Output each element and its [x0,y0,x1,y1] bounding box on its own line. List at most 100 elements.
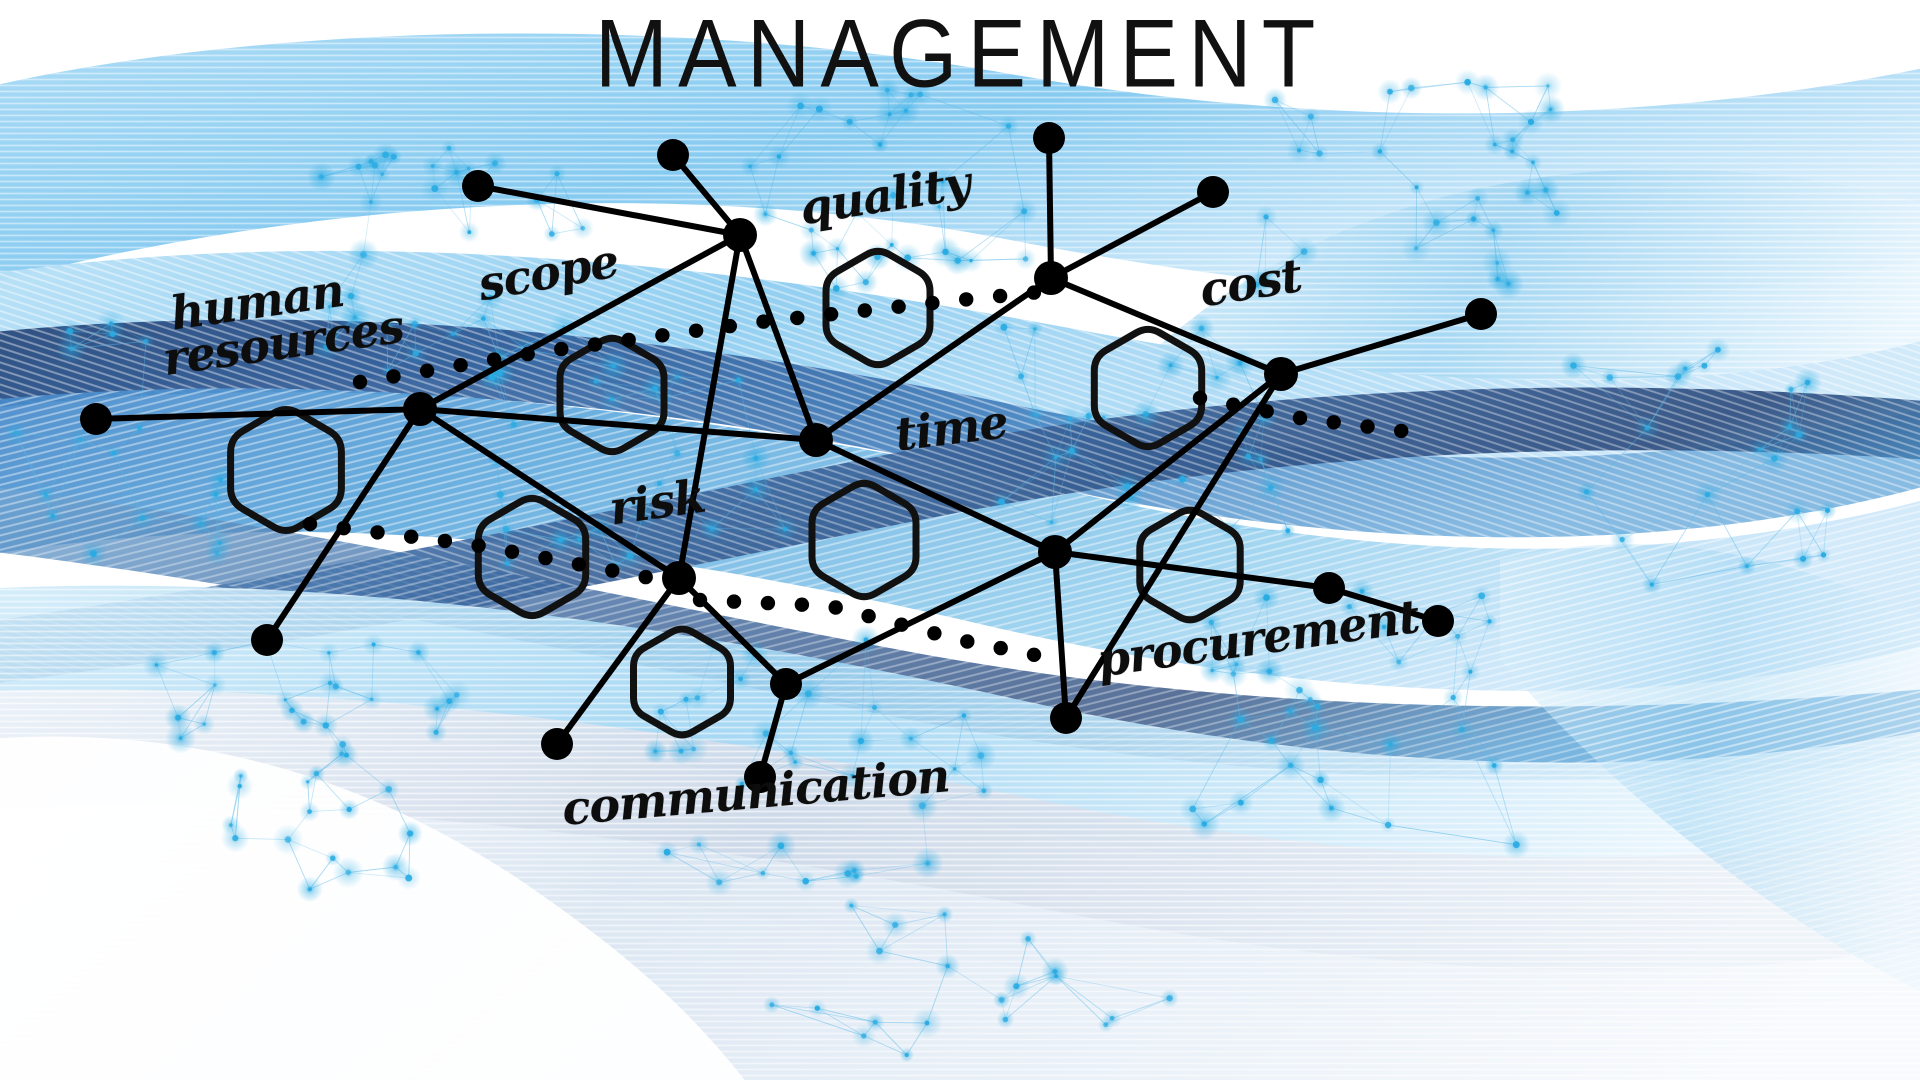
graph-dot [386,369,401,384]
graph-dot [302,516,318,532]
graph-dot [861,608,876,624]
graph-dot [823,307,839,322]
graph-edge [813,437,1058,555]
graph-edge [1048,189,1216,281]
graph-dot [404,529,419,544]
n-proc-lowright [1422,605,1454,637]
graph-edge [1052,549,1069,721]
n-comm-hub [770,668,802,700]
graph-dot [605,563,620,578]
graph-dot [453,358,468,373]
graph-edge [554,575,682,747]
graph-dot [722,318,737,334]
graph-edge [417,406,819,443]
graph-dot [726,594,742,609]
n-proc-hub [1038,535,1072,569]
n-quality-hub [1034,261,1068,295]
graph-dot [419,363,435,378]
graph-dot [959,292,974,307]
graph-dot [471,538,486,553]
n-hr-far-left [80,403,112,435]
n-lowleft [251,624,283,656]
graph-dot [520,346,535,362]
graph-dot [655,328,670,343]
graph-dot [828,600,843,615]
graph-dot [370,525,385,540]
graph-dot [927,626,942,641]
graph-dot [587,337,603,352]
graph-dot [638,569,653,585]
graph-edge [676,232,743,581]
graph-dot [992,288,1008,304]
graph-dot [1259,404,1274,419]
graph-dot [504,544,520,559]
network-dots [3,69,1837,1063]
graph-dot [857,303,872,318]
graph-dot [760,595,776,611]
graph-dot [1292,410,1308,426]
graph-dot [571,557,587,572]
n-cost-hub [1264,357,1298,391]
graph-edges [93,135,1484,780]
n-scope-hub [723,218,757,252]
n-cost-right [1465,298,1497,330]
n-proc-low [1050,702,1082,734]
n-quality-top [1033,122,1065,154]
graph-dot [437,533,453,549]
graph-edge [417,232,743,412]
graph-dot [891,299,906,314]
graph-edge [1278,311,1484,377]
graph-dot [894,617,909,632]
n-comm-low [744,761,776,793]
graph-dot [756,314,771,329]
graph-edge [737,232,819,443]
wave-sky-top [0,0,1920,125]
graph-edge [1326,585,1441,624]
graph-dot [790,310,805,326]
graph-edge [1063,371,1284,721]
graph-edge [1052,549,1332,591]
hex-time [808,479,920,601]
graph-edge [813,275,1054,443]
n-hr-hub [403,392,437,426]
graph-nodes [80,122,1497,793]
n-quality-upright [1197,176,1229,208]
graph-dotted-paths [302,285,1409,662]
hex-procurement [1136,506,1244,624]
n-scope-upleft [462,170,494,202]
graph-edge [417,406,682,581]
graph-dot [1026,647,1042,662]
n-time-hub [799,423,833,457]
graph-edge [93,406,423,422]
graph-dot [688,323,704,338]
graph-edge [1048,275,1284,377]
wave-white-sweep [0,736,745,1080]
graph-edge [1046,135,1054,281]
graph-dot [1226,397,1241,412]
n-bottom-left [541,728,573,760]
n-scope-top [657,139,689,171]
graph-dot [993,640,1008,656]
n-risk-hub [662,561,696,595]
hex-communication [630,625,734,739]
graph-edge [676,575,789,687]
graph-edge [1052,371,1284,555]
graph-dot [925,295,940,311]
graph-edge [670,152,743,238]
graph-edge [783,549,1058,687]
graph-dot [1026,285,1042,300]
graph-dot [692,592,708,608]
graph-dot [960,634,975,649]
graph-dot [538,550,553,566]
graph-edge [757,681,789,780]
hex-human-resources [227,406,345,534]
hex-cost [1090,325,1206,451]
graph-dot [486,352,502,367]
graph-dot [554,341,569,357]
graph-dot [352,374,368,390]
graph-dot [1192,390,1208,406]
